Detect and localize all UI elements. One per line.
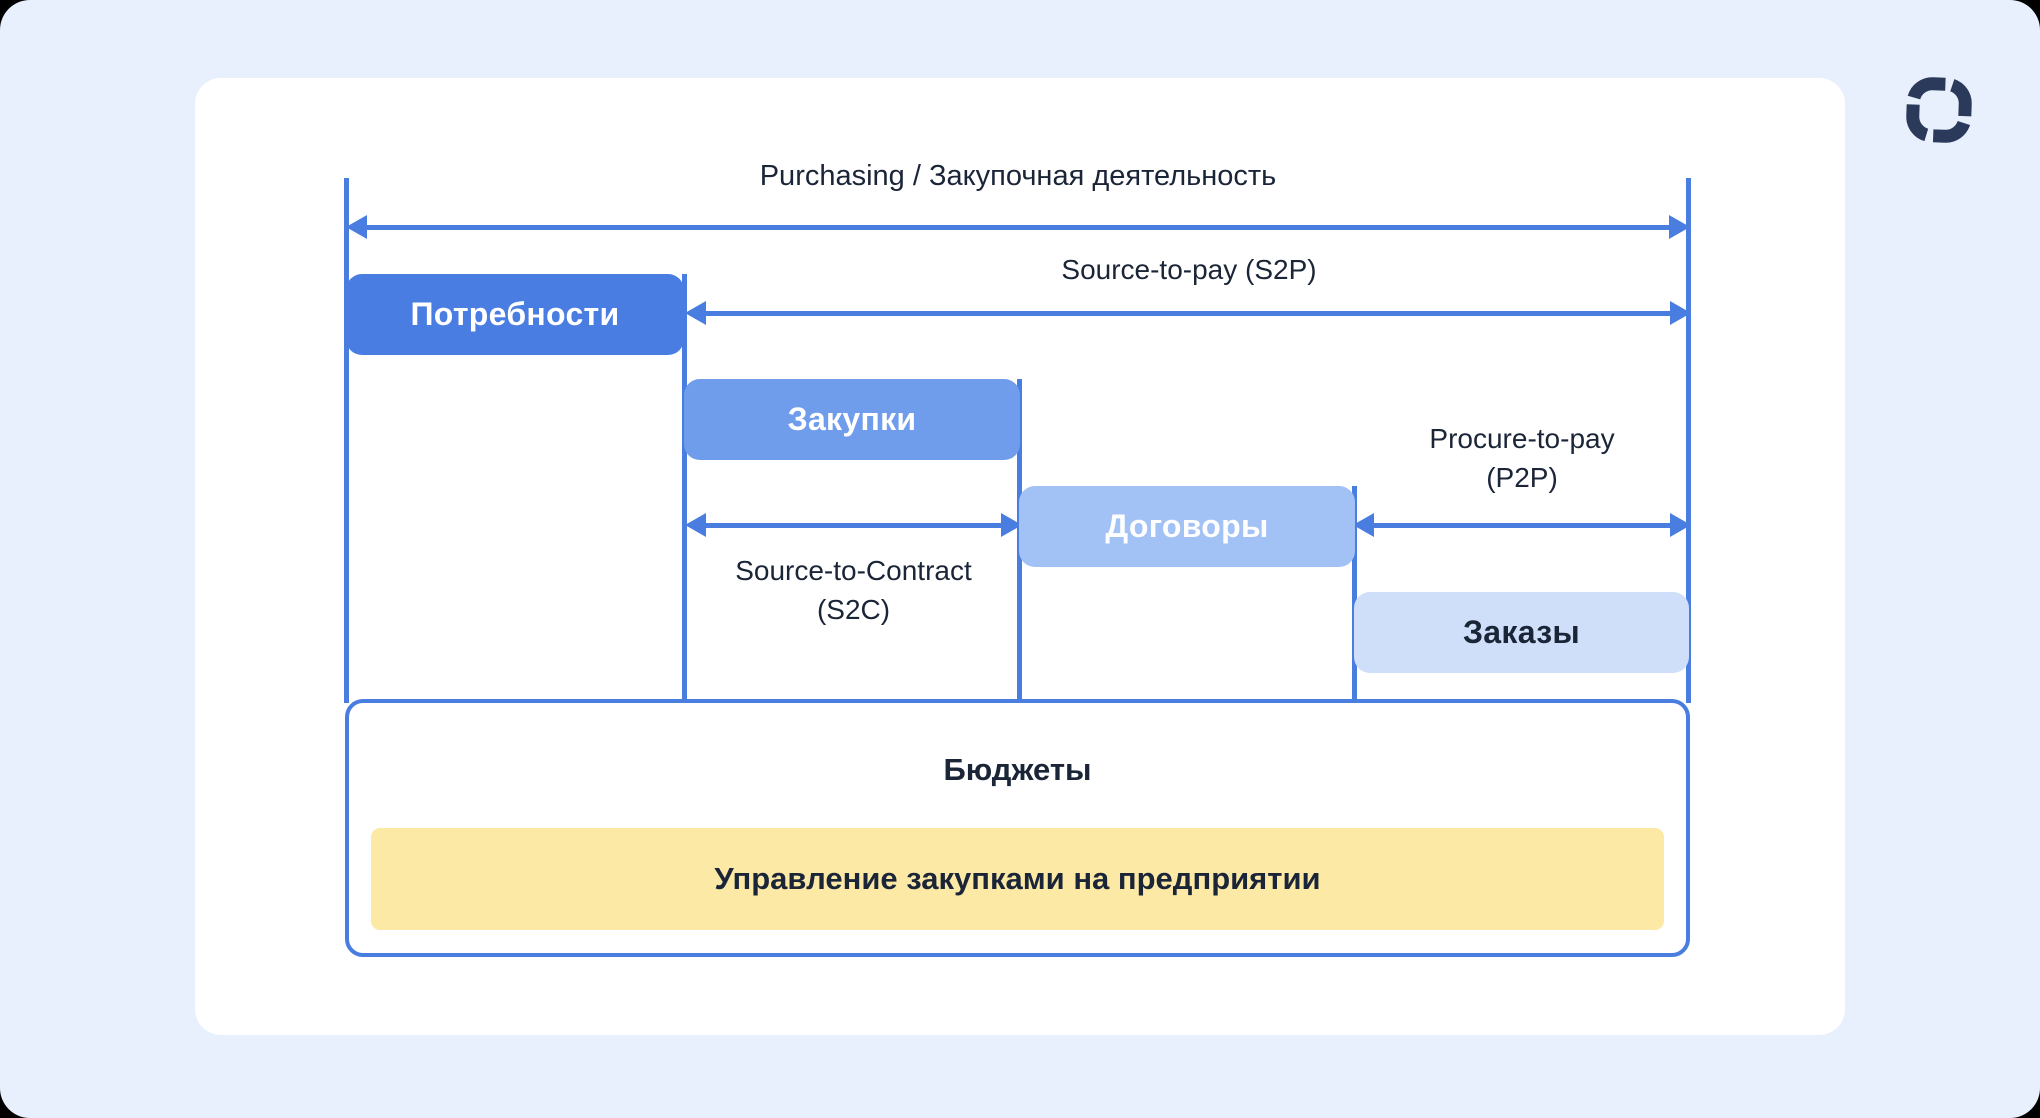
arrowhead-right-icon (1670, 301, 1691, 325)
s2c-label-line1: Source-to-Contract (735, 555, 972, 586)
boundary-line-1 (344, 178, 349, 703)
arrowhead-left-icon (1353, 513, 1374, 537)
arrowhead-left-icon (685, 301, 706, 325)
p2p-span-arrow (1353, 513, 1691, 537)
p2p-label-line1: Procure-to-pay (1429, 423, 1615, 454)
arrowhead-left-icon (346, 215, 367, 239)
diagram-title: Purchasing / Закупочная деятельность (759, 160, 1277, 192)
arrowhead-right-icon (1670, 513, 1691, 537)
purchasing-span-arrow (346, 215, 1690, 239)
p2p-label-line2: (P2P) (1486, 462, 1558, 493)
brand-logo-icon (1906, 77, 1972, 143)
arrowhead-left-icon (685, 513, 706, 537)
s2c-span-arrow (685, 513, 1022, 537)
stage-box-contracts: Договоры (1019, 486, 1355, 567)
management-banner: Управление закупками на предприятии (371, 828, 1664, 930)
p2p-label: Procure-to-pay (P2P) (1353, 419, 1691, 497)
stage-box-sourcing: Закупки (684, 379, 1020, 460)
s2p-span-arrow (685, 301, 1691, 325)
arrowhead-right-icon (1001, 513, 1022, 537)
boundary-line-5 (1686, 178, 1691, 703)
s2p-label: Source-to-pay (S2P) (1061, 254, 1317, 285)
budgets-label: Бюджеты (943, 752, 1092, 787)
stage-box-orders: Заказы (1354, 592, 1689, 673)
boundary-line-4 (1352, 486, 1357, 703)
s2c-label: Source-to-Contract (S2C) (685, 551, 1022, 629)
s2c-label-line2: (S2C) (816, 594, 891, 625)
boundary-line-2 (682, 274, 687, 703)
stage-box-needs: Потребности (346, 274, 684, 355)
arrowhead-right-icon (1669, 215, 1690, 239)
